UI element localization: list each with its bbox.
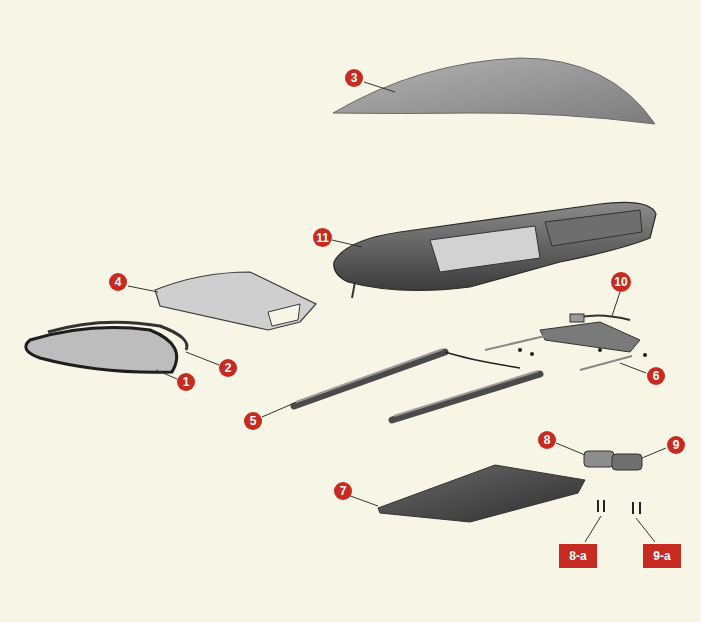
fastener-callout: 9-a (643, 544, 681, 568)
callout-number: 7 (334, 482, 352, 500)
callout-number: 9 (667, 436, 685, 454)
callout-number: 8 (538, 431, 556, 449)
callout-number: 2 (219, 359, 237, 377)
fastener-callout: 8-a (559, 544, 597, 568)
callout-number: 11 (313, 228, 332, 247)
callout-number: 5 (244, 412, 262, 430)
callout-number: 1 (177, 373, 195, 391)
callout-number: 6 (647, 367, 665, 385)
callout-number: 4 (109, 273, 127, 291)
callout-number: 3 (345, 69, 363, 87)
callout-number: 10 (611, 272, 631, 292)
